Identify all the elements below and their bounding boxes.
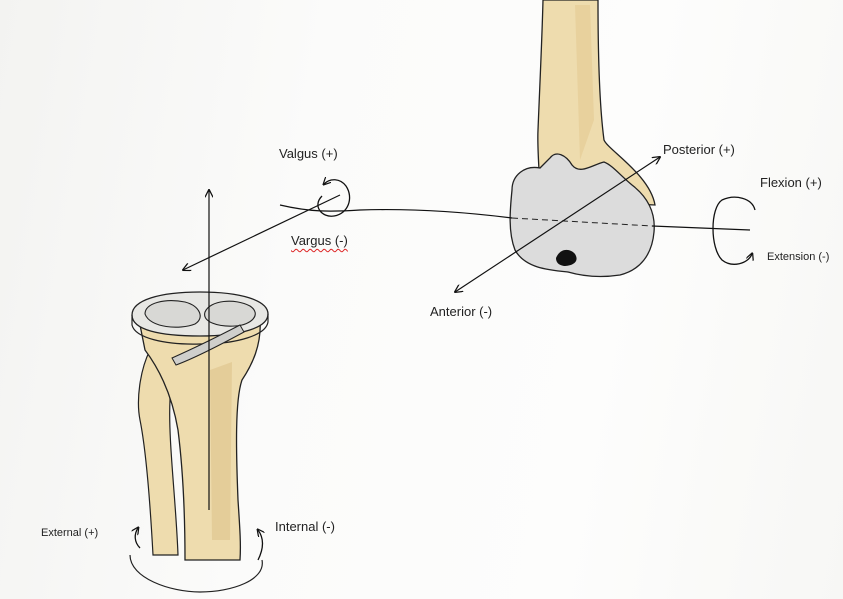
external-label: External (+): [41, 527, 98, 539]
flexion-label: Flexion (+): [760, 175, 822, 190]
internal-rotation-icon: [258, 530, 263, 560]
axes: [183, 157, 750, 510]
anterior-label: Anterior (-): [430, 304, 492, 319]
external-rotation-icon: [135, 528, 140, 548]
flexion-axis-extension: [652, 226, 750, 230]
tibia: [130, 292, 268, 592]
lateral-meniscus: [205, 301, 256, 326]
tibia-shading: [210, 362, 232, 540]
valgus-label: Valgus (+): [279, 146, 338, 161]
medial-meniscus: [145, 301, 200, 328]
flexion-rotation-icon: [713, 197, 755, 264]
vargus-label: Vargus (-): [291, 233, 348, 248]
extension-label: Extension (-): [767, 251, 829, 263]
internal-label: Internal (-): [275, 519, 335, 534]
posterior-label: Posterior (+): [663, 142, 735, 157]
femur: [510, 0, 655, 276]
